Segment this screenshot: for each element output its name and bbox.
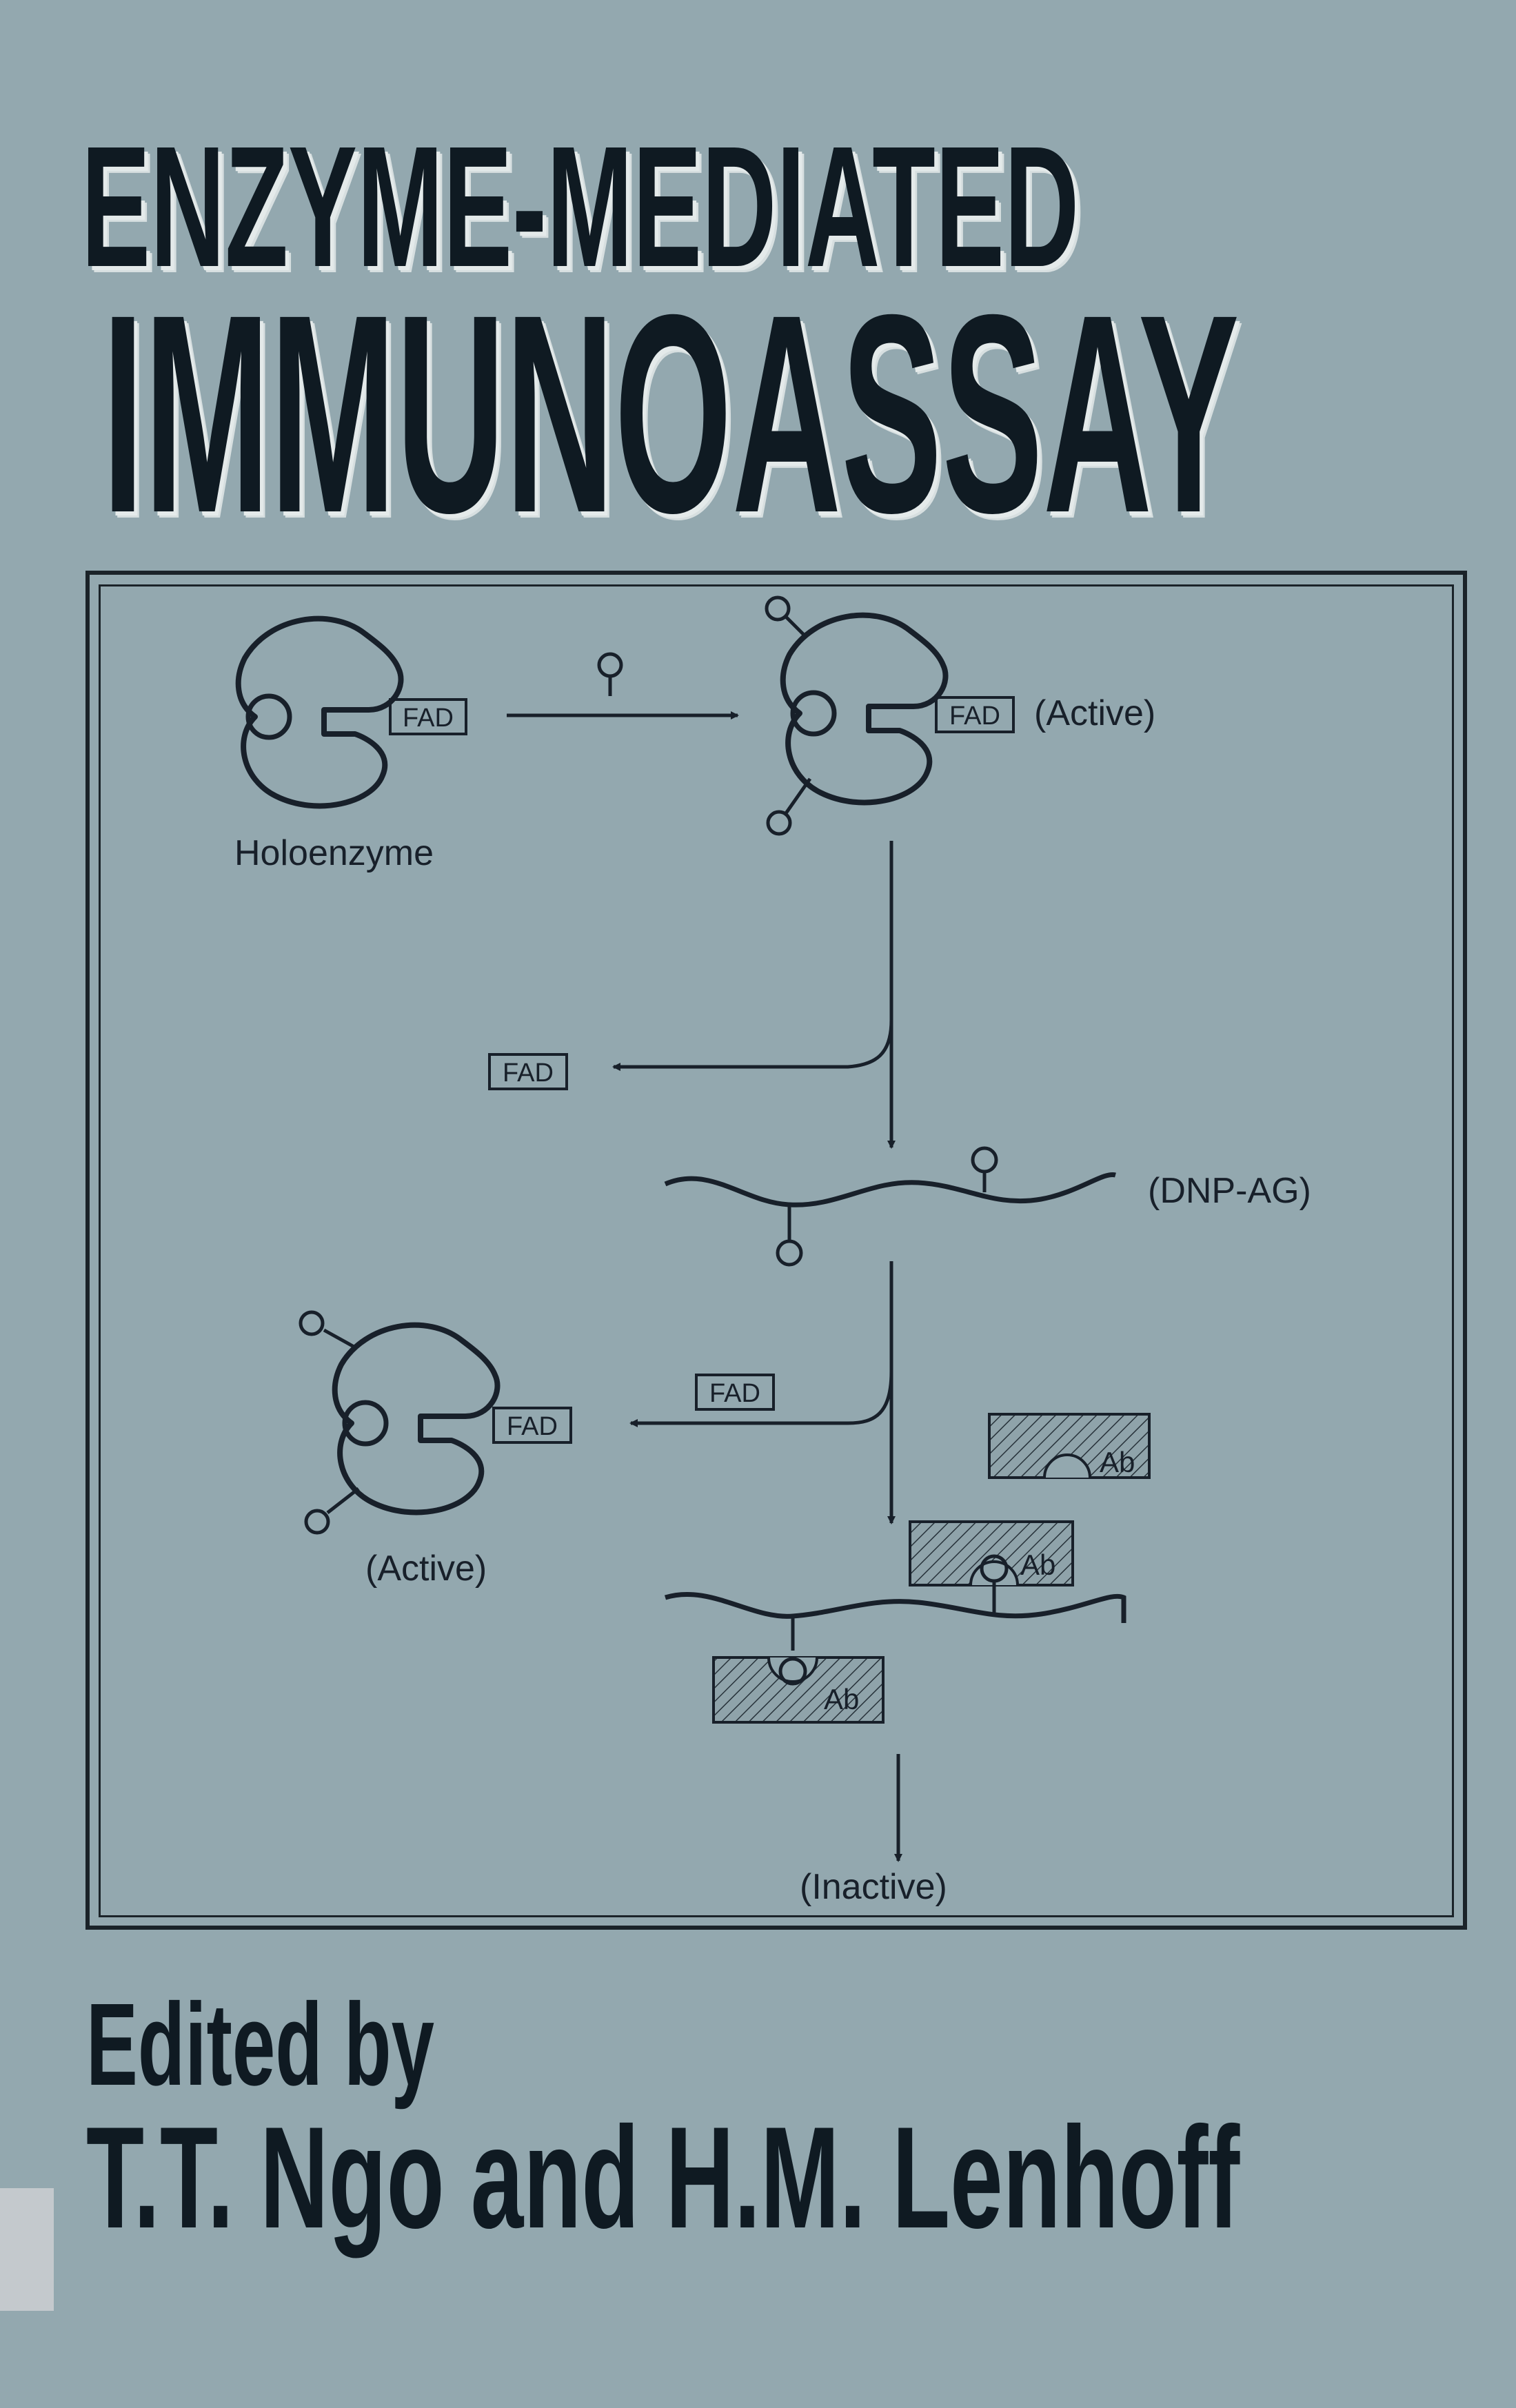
labelled-enzyme-active: FAD (Active): [299, 1310, 572, 1589]
fad-release-arrow: [612, 841, 893, 1071]
fad-label: FAD: [709, 1379, 760, 1408]
title-line-2: IMMUNOASSAY: [102, 256, 1240, 571]
inactive-label: (Inactive): [800, 1867, 947, 1907]
fad-label: FAD: [403, 704, 454, 733]
diagram-frame-inner: [99, 584, 1454, 1917]
hapten-symbol: [597, 652, 623, 696]
active-label-top: (Active): [1034, 693, 1155, 733]
holoenzyme-figure: FAD Holoenzyme: [234, 619, 467, 873]
antibody-free: Ab: [988, 1413, 1151, 1479]
antibody-label: Ab: [1020, 1549, 1055, 1581]
library-sticker: [0, 2188, 54, 2311]
fad-label: FAD: [503, 1059, 554, 1088]
title-line-1: ENZYME-MEDIATED: [81, 110, 1080, 303]
holoenzyme-label: Holoenzyme: [234, 833, 434, 873]
antibody-label: Ab: [1100, 1446, 1135, 1478]
fad-box: [389, 698, 467, 735]
inactive-chain: [664, 1592, 1126, 1651]
fad-label: FAD: [507, 1412, 558, 1441]
antibody-label: Ab: [824, 1683, 859, 1715]
editors-names: T.T. Ngo and H.M. Lenhoff: [86, 2096, 1240, 2258]
active-label-bottom: (Active): [365, 1549, 487, 1589]
dnp-ag-label: (DNP-AG): [1148, 1171, 1311, 1211]
fad-label: FAD: [949, 702, 1000, 731]
antibody-bound-top: Ab: [909, 1520, 1074, 1613]
dnp-ag-chain: (DNP-AG): [664, 1146, 1311, 1267]
labelled-enzyme-top: FAD (Active): [765, 595, 1155, 836]
edited-by-label: Edited by: [86, 1979, 434, 2110]
fad-bind-arrow: [629, 1261, 893, 1427]
diagram-frame-outer: [85, 571, 1467, 1930]
antibody-bound-bottom: Ab: [712, 1656, 885, 1724]
